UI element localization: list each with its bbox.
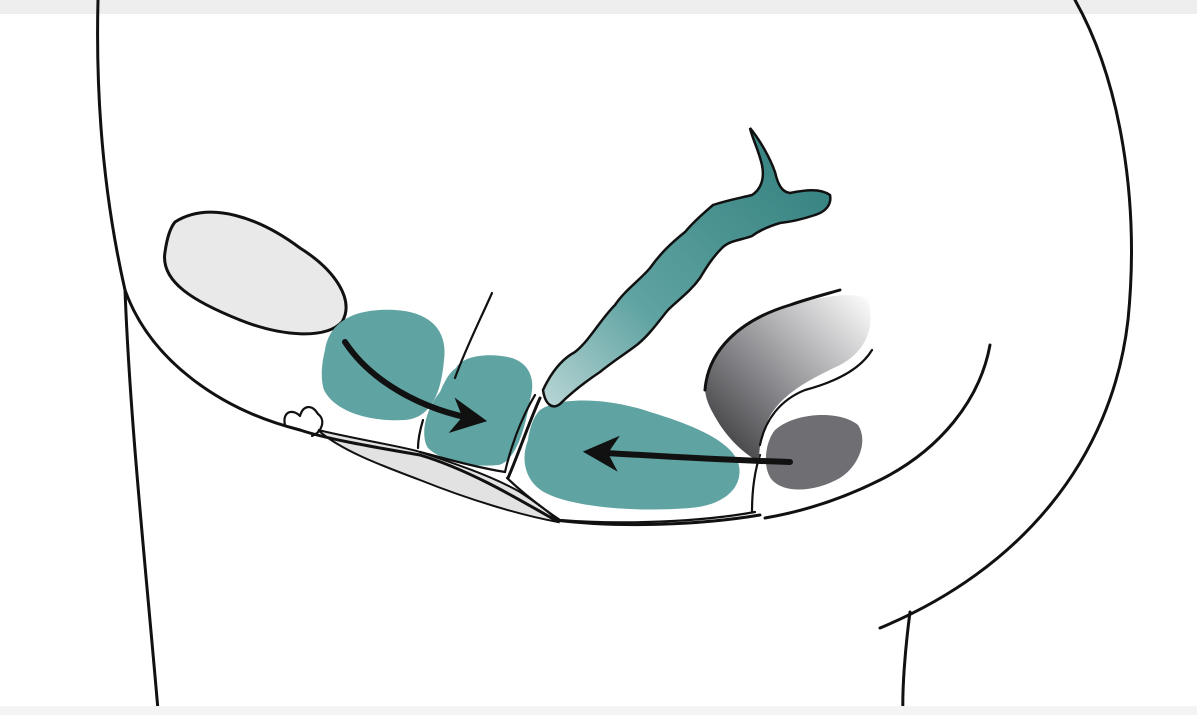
- vaginal-canal: [541, 127, 832, 408]
- vaginal-wall-line: [506, 396, 542, 480]
- separator-vertical: [503, 393, 537, 474]
- rectum-outline-inner: [758, 348, 874, 447]
- pubic-bone: [163, 210, 348, 336]
- body-outline-back: [878, 0, 1133, 630]
- top-shade: [0, 0, 1197, 14]
- urethra-line: [453, 291, 494, 380]
- arrow-posterior-flow: [582, 435, 793, 472]
- body-outline-thigh: [901, 610, 912, 715]
- bottom-strip: [0, 706, 1197, 715]
- rectum-outline-top: [703, 288, 842, 392]
- body-outline-leg: [123, 288, 160, 712]
- buttock-curve: [763, 343, 992, 520]
- anal-region: [765, 414, 863, 490]
- separator-middle: [418, 450, 507, 474]
- separator-lower: [505, 476, 757, 524]
- rectum: [705, 295, 871, 462]
- teal-region-anterior: [321, 309, 445, 421]
- small-lobe: [283, 406, 324, 438]
- arrow-anterior-flow: [342, 339, 488, 434]
- pelvic-floor-outline: [298, 428, 762, 527]
- separator-anterior: [416, 418, 425, 450]
